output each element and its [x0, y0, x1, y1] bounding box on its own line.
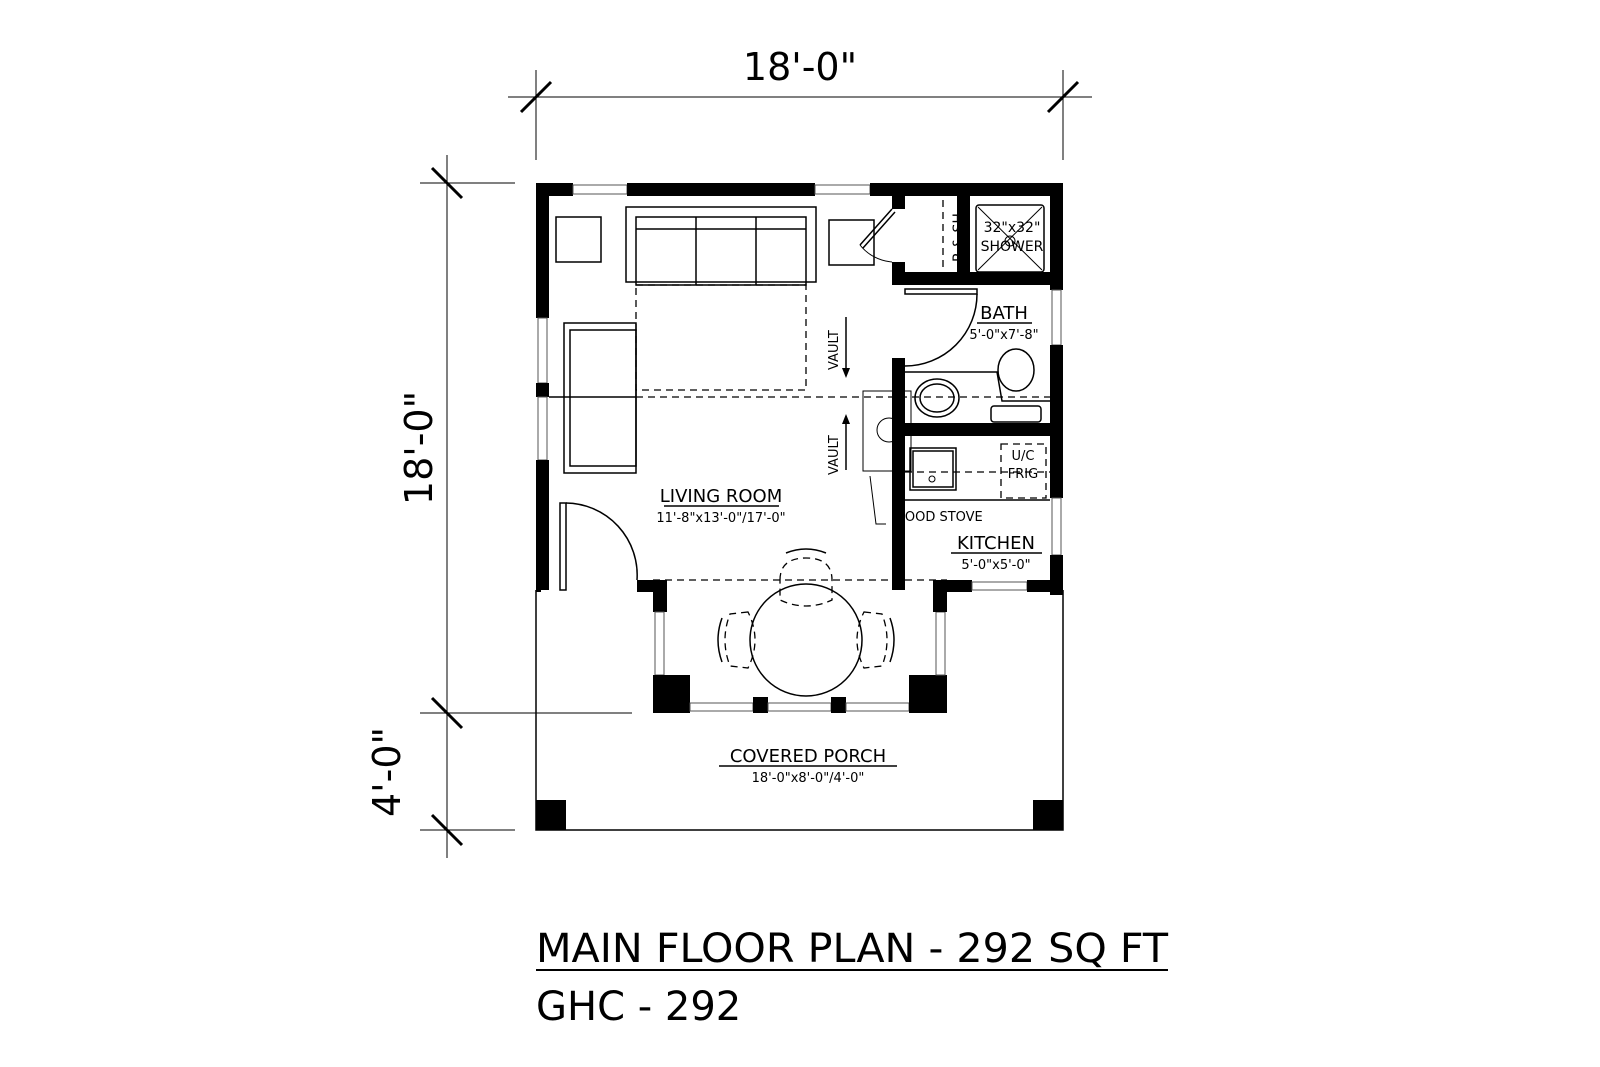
- bath-fixtures: [905, 348, 1050, 423]
- bath-size: 5'-0"x7'-8": [969, 328, 1038, 343]
- entry-door: [559, 502, 638, 591]
- porch-outline: [535, 590, 1064, 831]
- frig-label: U/C: [1012, 449, 1035, 464]
- dimension-width: 18'-0": [508, 45, 1092, 160]
- interior-walls: [859, 196, 1050, 590]
- vault-label: VAULT: [827, 330, 842, 370]
- width-dimension-label: 18'-0": [743, 45, 857, 89]
- living-room-label: LIVING ROOM: [660, 486, 782, 507]
- closet: R & SH: [942, 200, 967, 270]
- living-room-size: 11'-8"x13'-0"/17'-0": [656, 511, 785, 526]
- vault-arrow-icon: [842, 368, 850, 378]
- shower-size-label: 32"x32": [984, 220, 1041, 236]
- kitchen-label: KITCHEN: [957, 533, 1035, 554]
- shower: 32"x32" SHOWER: [975, 204, 1045, 273]
- wood-stove-label: WOOD STOVE: [892, 510, 983, 525]
- plan-title: MAIN FLOOR PLAN - 292 SQ FT: [536, 926, 1169, 972]
- exterior-walls: [536, 183, 1063, 713]
- living-furniture: [549, 206, 1050, 525]
- kitchen-size: 5'-0"x5'-0": [961, 558, 1030, 573]
- porch-label: COVERED PORCH: [730, 746, 886, 767]
- vault-label: VAULT: [827, 435, 842, 475]
- plan-model: GHC - 292: [536, 984, 741, 1030]
- depth-dimension-label: 18'-0": [397, 391, 441, 505]
- kitchen-fixtures: U/C FRIG: [905, 443, 1050, 501]
- bath-label: BATH: [980, 303, 1028, 324]
- vault-arrow-icon: [842, 414, 850, 424]
- shower-label: SHOWER: [981, 239, 1044, 255]
- closet-label: R & SH: [951, 213, 967, 262]
- porch-size: 18'-0"x8'-0"/4'-0": [752, 771, 865, 786]
- dimension-depth: 18'-0" 4'-0": [365, 155, 632, 858]
- dining-table: [717, 548, 895, 697]
- porch-dimension-label: 4'-0": [365, 727, 409, 817]
- frig-label: FRIG: [1008, 467, 1038, 482]
